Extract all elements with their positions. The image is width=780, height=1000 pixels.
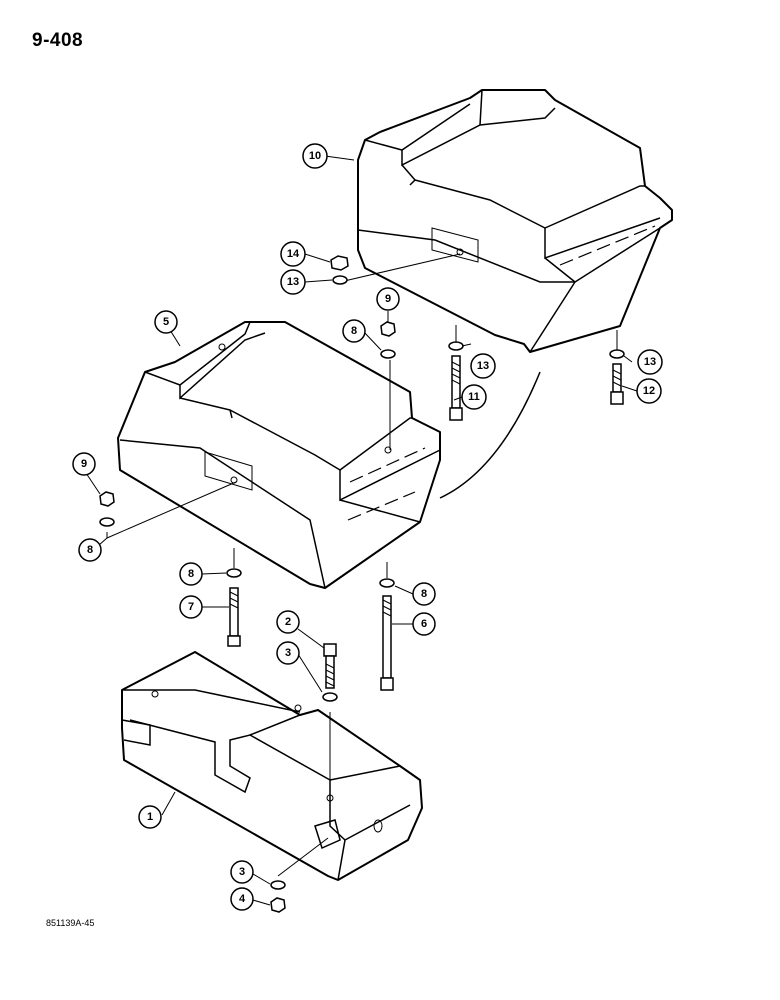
callout-10: 10 (302, 143, 328, 169)
svg-text:11: 11 (468, 391, 480, 403)
callout-13-upper: 13 (280, 269, 306, 295)
callout-9-left: 9 (72, 452, 96, 476)
callout-6: 6 (412, 612, 436, 636)
svg-text:8: 8 (351, 325, 357, 337)
washer-13a (332, 275, 348, 285)
callout-7: 7 (179, 595, 203, 619)
callout-8-left: 8 (78, 538, 102, 562)
washer-8c (226, 568, 242, 578)
svg-text:8: 8 (421, 588, 427, 600)
svg-text:10: 10 (309, 150, 321, 162)
callout-1: 1 (138, 805, 162, 829)
svg-text:8: 8 (87, 544, 93, 556)
nut-14 (330, 255, 349, 271)
assembly-arrow (439, 371, 541, 499)
washer-8a (380, 349, 396, 359)
callout-5: 5 (154, 310, 178, 334)
callout-2: 2 (276, 610, 300, 634)
hardware (99, 255, 625, 913)
callout-8-right: 8 (412, 582, 436, 606)
svg-text:7: 7 (188, 601, 194, 613)
washer-13c (609, 349, 625, 359)
counterweight-base (121, 651, 423, 881)
svg-text:3: 3 (239, 866, 245, 878)
svg-text:13: 13 (644, 356, 656, 368)
svg-text:4: 4 (239, 893, 246, 905)
alignment-lines (106, 253, 618, 877)
svg-text:9: 9 (81, 458, 87, 470)
svg-text:1: 1 (147, 811, 153, 823)
washer-13b (448, 341, 464, 351)
washer-8d (379, 578, 395, 588)
svg-text:2: 2 (285, 616, 291, 628)
svg-text:12: 12 (643, 385, 655, 397)
svg-text:9: 9 (385, 293, 391, 305)
callout-13-right: 13 (637, 349, 663, 375)
svg-text:3: 3 (285, 647, 291, 659)
nut-9a (380, 321, 396, 337)
svg-text:5: 5 (163, 316, 169, 328)
nut-4 (270, 897, 286, 913)
callout-8-top: 8 (342, 319, 366, 343)
callout-4: 4 (230, 887, 254, 911)
svg-text:13: 13 (477, 360, 489, 372)
figure-code: 851139A-45 (46, 918, 95, 928)
page-number: 9-408 (32, 30, 84, 51)
callout-11: 11 (461, 384, 487, 410)
callout-3-upper: 3 (276, 641, 300, 665)
callout-3-lower: 3 (230, 860, 254, 884)
washer-8b (99, 517, 115, 527)
bolt-2-head (323, 643, 337, 657)
callout-13-middle: 13 (470, 353, 496, 379)
svg-text:6: 6 (421, 618, 427, 630)
washer-3b (270, 880, 286, 890)
washer-3a (322, 692, 338, 702)
svg-text:8: 8 (188, 568, 194, 580)
callout-8-middle: 8 (179, 562, 203, 586)
svg-text:13: 13 (287, 276, 299, 288)
callout-12: 12 (636, 378, 662, 404)
counterweight-upper (357, 89, 673, 353)
svg-text:14: 14 (287, 248, 300, 260)
nut-9b (99, 491, 115, 507)
counterweight-middle (117, 321, 441, 589)
callout-14: 14 (280, 241, 306, 267)
callout-9-top: 9 (376, 287, 400, 311)
